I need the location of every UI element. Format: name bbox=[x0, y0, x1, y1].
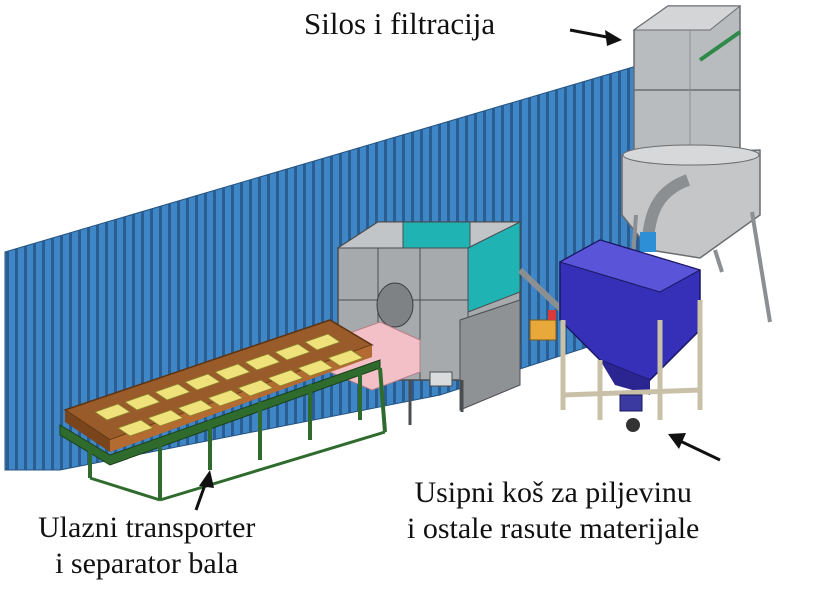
silo-filtration-unit bbox=[621, 5, 772, 323]
hopper-unit bbox=[558, 239, 703, 432]
conveyor-label-line-1: Ulazni transporter bbox=[38, 511, 256, 544]
hopper-label-line-1: Usipni koš za piljevinu bbox=[414, 476, 692, 509]
conveyor-label: Ulazni transporter i separator bala bbox=[38, 510, 255, 582]
conveyor-label-line-2: i separator bala bbox=[55, 547, 239, 580]
silo-filtration-label: Silos i filtracija bbox=[304, 6, 496, 41]
hopper-label: Usipni koš za piljevinu i ostale rasute … bbox=[407, 475, 699, 547]
baling-press-unit bbox=[329, 221, 573, 425]
arrow-to-hopper bbox=[668, 433, 721, 462]
infeed-conveyor bbox=[59, 319, 387, 502]
arrow-to-silo bbox=[569, 28, 622, 46]
hopper-label-line-2: i ostale rasute materijale bbox=[407, 512, 700, 545]
arrow-to-conveyor bbox=[194, 470, 214, 511]
